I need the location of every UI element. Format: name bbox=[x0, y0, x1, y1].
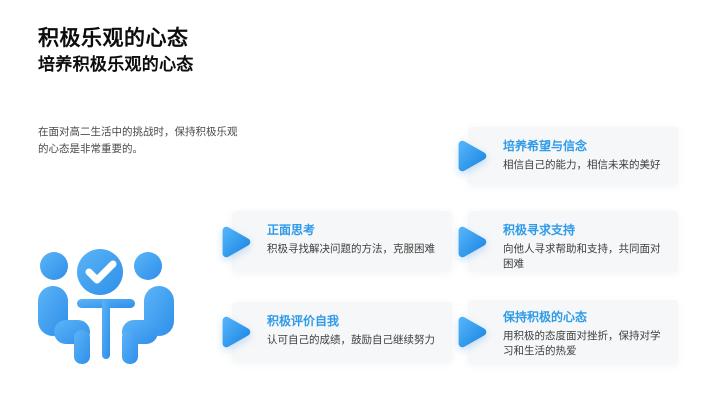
card-title: 积极寻求支持 bbox=[503, 223, 576, 237]
card-content: 保持积极的心态 用积极的态度面对挫折，保持对学习和生活的热爱 bbox=[468, 300, 678, 359]
card-title: 正面思考 bbox=[267, 223, 316, 237]
card-content: 正面思考 积极寻找解决问题的方法，克服困难 bbox=[232, 211, 452, 257]
card-title: 保持积极的心态 bbox=[503, 310, 588, 324]
play-arrow-icon bbox=[458, 226, 487, 257]
card-content: 积极寻求支持 向他人寻求帮助和支持，共同面对困难 bbox=[468, 211, 678, 272]
card-seek-support: 积极寻求支持 向他人寻求帮助和支持，共同面对困难 bbox=[458, 211, 678, 272]
card-self-evaluation: 积极评价自我 认可自己的成绩，鼓励自己继续努力 bbox=[222, 302, 452, 362]
card-description: 认可自己的成绩，鼓励自己继续努力 bbox=[267, 334, 435, 346]
play-arrow-icon bbox=[458, 140, 487, 172]
card-description: 用积极的态度面对挫折，保持对学习和生活的热爱 bbox=[503, 330, 661, 357]
page-subtitle: 培养积极乐观的心态 bbox=[38, 55, 194, 74]
card-positive-thinking: 正面思考 积极寻找解决问题的方法，克服困难 bbox=[222, 211, 452, 272]
play-arrow-icon bbox=[458, 316, 487, 348]
card-description: 积极寻找解决问题的方法，克服困难 bbox=[267, 243, 435, 255]
intro-paragraph: 在面对高二生活中的挑战时，保持积极乐观的心态是非常重要的。 bbox=[38, 126, 238, 155]
play-arrow-icon bbox=[222, 316, 251, 348]
card-content: 积极评价自我 认可自己的成绩，鼓励自己继续努力 bbox=[232, 302, 452, 348]
card-description: 向他人寻求帮助和支持，共同面对困难 bbox=[503, 243, 661, 270]
page-title: 积极乐观的心态 bbox=[38, 27, 189, 50]
card-content: 培养希望与信念 相信自己的能力，相信未来的美好 bbox=[468, 127, 678, 173]
meeting-check-icon bbox=[38, 249, 174, 364]
card-title: 积极评价自我 bbox=[267, 314, 340, 328]
play-arrow-icon bbox=[222, 226, 251, 257]
card-title: 培养希望与信念 bbox=[503, 139, 588, 153]
heading-block: 积极乐观的心态 培养积极乐观的心态 bbox=[38, 26, 194, 75]
card-hope-belief: 培养希望与信念 相信自己的能力，相信未来的美好 bbox=[458, 127, 678, 185]
card-description: 相信自己的能力，相信未来的美好 bbox=[503, 159, 661, 171]
card-keep-positive-mindset: 保持积极的心态 用积极的态度面对挫折，保持对学习和生活的热爱 bbox=[458, 300, 678, 364]
